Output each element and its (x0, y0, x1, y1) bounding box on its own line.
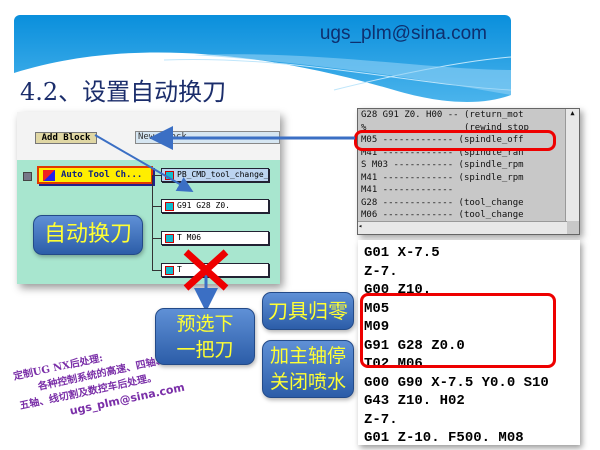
callout-tool-home: 刀具归零 (262, 292, 354, 330)
editor-line: M41 ------------- (361, 185, 454, 195)
editor-line: M41 ------------- (spindle_rpm (361, 172, 524, 183)
vertical-scrollbar[interactable]: ▲ (565, 109, 579, 221)
callout-spindle-stop: 加主轴停关闭喷水 (262, 340, 354, 398)
code-line: Z-7. (364, 411, 398, 428)
block-icon (165, 202, 174, 211)
code-line: G00 G90 X-7.5 Y0.0 S10 (364, 374, 549, 391)
block-item[interactable]: G91 G28 Z0. (161, 199, 269, 213)
node-label: Auto Tool Ch... (61, 170, 143, 180)
callout-line: 一把刀 (176, 339, 234, 361)
tree-branch (152, 206, 162, 207)
collapse-icon[interactable] (23, 172, 32, 181)
tree-branch (152, 238, 162, 239)
highlight-box (354, 130, 556, 151)
arrow (94, 134, 194, 193)
editor-line: S M03 ----------- (spindle_rpm (361, 160, 524, 170)
block-item[interactable]: T M06 (161, 231, 269, 245)
editor-line: M41 ------------- (spindle_ran (361, 147, 524, 158)
callout-auto-change: 自动换刀 (33, 215, 143, 255)
code-line: M05 (364, 300, 390, 317)
editor-line: M05 ------------- (spindle_off (361, 135, 524, 145)
block-label: T M06 (177, 233, 202, 242)
tree-branch (152, 270, 162, 271)
code-line: G91 G28 Z0.0 (364, 337, 465, 354)
block-icon (165, 234, 174, 243)
header-email: ugs_plm@sina.com (319, 23, 487, 44)
wave-decoration (14, 52, 511, 103)
auto-tool-change-node[interactable]: Auto Tool Ch... (37, 166, 153, 184)
callout-line: 加主轴停 (269, 345, 346, 367)
highlight-box (360, 293, 556, 368)
code-line: M09 (364, 319, 390, 335)
slide-header: ugs_plm@sina.com (14, 15, 511, 103)
editor-line: G28 G91 Z0. H00 -- (return_mot (361, 110, 524, 120)
callout-line: 关闭喷水 (269, 371, 346, 393)
event-icon (43, 170, 55, 181)
editor-line: M06 ------------- (tool_change (361, 210, 524, 220)
editor-line: % (rewind_stop (361, 122, 529, 133)
block-label: T (177, 265, 182, 274)
block-label: PB_CMD_tool_change_... (177, 170, 269, 179)
code-line: G43 Z10. H02 (364, 393, 465, 409)
add-block-button[interactable]: Add Block (35, 132, 97, 144)
red-x-icon (183, 249, 229, 291)
tree-line (152, 175, 153, 270)
code-line: T02 M06 (364, 356, 423, 372)
nc-code-output: G01 X-7.5 Z-7. G00 Z10. M05 M09 G91 G28 … (358, 240, 580, 445)
code-line: G01 X-7.5 (364, 245, 440, 261)
block-label: G91 G28 Z0. (177, 201, 230, 210)
code-line: Z-7. (364, 263, 398, 280)
callout-preselect-tool: 预选下一把刀 (155, 308, 255, 365)
callout-line: 预选下 (176, 313, 234, 335)
horizontal-scrollbar[interactable]: ◂ (358, 221, 567, 234)
post-editor: G28 G91 Z0. H00 -- (return_mot % (rewind… (357, 108, 580, 235)
tree-branch (152, 175, 162, 176)
editor-line: G28 ------------- (tool_change (361, 197, 524, 208)
block-icon (165, 266, 174, 275)
editor-lines: G28 G91 Z0. H00 -- (return_mot % (rewind… (358, 109, 579, 222)
code-line: G01 Z-10. F500. M08 (364, 430, 524, 445)
slide-title: 4.2、设置自动换刀 (20, 78, 227, 106)
